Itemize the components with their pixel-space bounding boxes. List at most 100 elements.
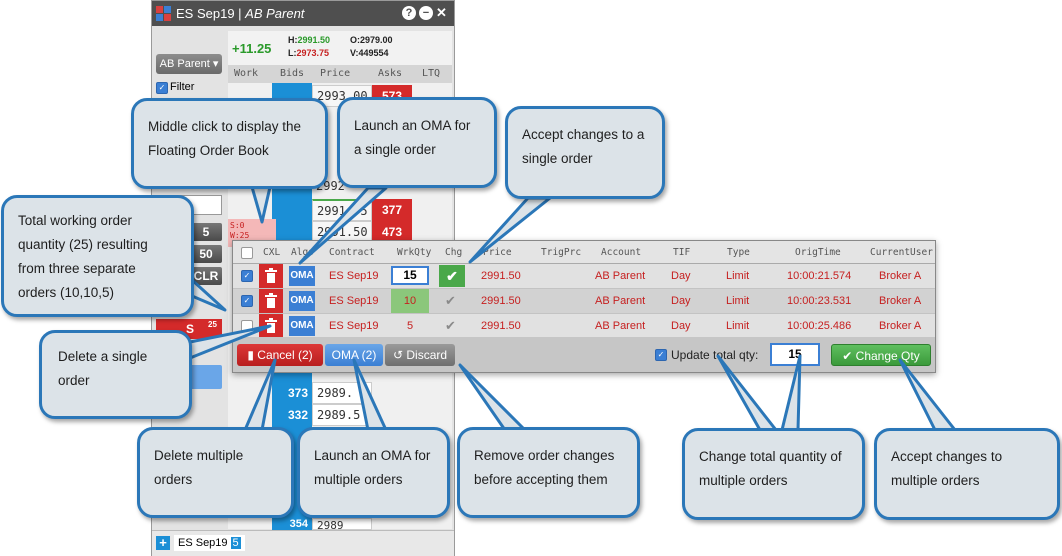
header-algo: Algo (291, 247, 314, 258)
change-qty-button[interactable]: ✔ Change Qty (831, 344, 931, 366)
header-chg: Chg (445, 247, 463, 258)
check-icon: ✔ (842, 349, 853, 363)
qty-5-button[interactable]: 5 (190, 223, 222, 241)
contract-cell: ES Sep19 (329, 295, 379, 307)
net-change: +11.25 (232, 41, 272, 56)
change-check-icon[interactable]: ✔ (445, 293, 456, 308)
price-cell: 2991.50 (481, 320, 521, 332)
order-row[interactable]: ✓ OMA ES Sep19 10 ✔ 2991.50 AB Parent Da… (233, 289, 935, 314)
header-origtime: OrigTime (795, 247, 841, 258)
header-currentuser: CurrentUser (870, 247, 933, 258)
high-stat: H:2991.50 (288, 35, 330, 45)
open-value: 2979.00 (360, 35, 393, 45)
oma-button[interactable]: OMA (289, 316, 315, 336)
price-cell[interactable]: 2989.5 (312, 404, 372, 426)
open-label: O: (350, 35, 360, 45)
title-symbol: ES Sep19 (176, 6, 235, 21)
row-checkbox[interactable] (241, 320, 253, 332)
wrkqty-cell[interactable]: 10 (391, 289, 429, 313)
user-cell: Broker A (879, 320, 922, 332)
row-checkbox[interactable]: ✓ (241, 295, 253, 307)
oma-button[interactable]: OMA (289, 266, 315, 286)
account-cell: AB Parent (595, 270, 646, 282)
update-total-checkbox[interactable]: ✓ (655, 349, 667, 361)
wrkqty-input[interactable]: 15 (391, 266, 429, 285)
header-contract: Contract (329, 247, 375, 258)
callout-accept-multiple: Accept changes to multiple orders (874, 428, 1060, 520)
cancel-order-button[interactable] (259, 264, 283, 288)
price-cell[interactable]: 2989. (312, 382, 372, 404)
header-account: Account (601, 247, 642, 258)
volume-value: 449554 (358, 48, 389, 58)
header-type: Type (727, 247, 750, 258)
callout-accept-single-text: Accept changes to a single order (522, 127, 645, 166)
header-cxl: CXL (263, 247, 281, 258)
clear-button[interactable]: CLR (190, 267, 222, 285)
trash-icon: ▮ (247, 348, 254, 362)
pointer-remove-changes (458, 363, 527, 432)
help-button[interactable]: ? (402, 6, 416, 20)
floating-order-book: CXL Algo Contract WrkQty Chg Price TrigP… (232, 240, 936, 373)
discard-button[interactable]: ↺ Discard (385, 344, 455, 366)
callout-delete-multiple-text: Delete multiple orders (154, 448, 244, 487)
callout-accept-multiple-text: Accept changes to multiple orders (891, 449, 1003, 488)
oma-button[interactable]: OMA (289, 291, 315, 311)
minimize-button[interactable]: − (419, 6, 433, 20)
filter-label: Filter (170, 81, 195, 93)
accept-change-button[interactable]: ✔ (439, 265, 465, 287)
row-checkbox[interactable]: ✓ (241, 270, 253, 282)
title-separator: | (234, 6, 246, 21)
contract-cell: ES Sep19 (329, 320, 379, 332)
price-cell: 2991.50 (481, 295, 521, 307)
change-check-icon[interactable]: ✔ (445, 318, 456, 333)
cancel-selected-button[interactable]: ▮ Cancel (2) (237, 344, 323, 366)
trash-icon (265, 268, 277, 283)
add-tab-button[interactable]: + (156, 536, 170, 550)
ask-cell[interactable]: 377 (372, 199, 412, 221)
trash-icon (265, 318, 277, 333)
volume-label: V: (350, 48, 359, 58)
close-button[interactable]: ✕ (436, 5, 447, 20)
ladder-header-ltq: LTQ (422, 68, 441, 79)
wrkqty-cell[interactable]: 5 (407, 320, 414, 332)
title-bar: ES Sep19 | AB Parent ? − ✕ (152, 1, 454, 26)
working-w: W:25 (230, 231, 250, 240)
header-trigprc: TrigPrc (541, 247, 582, 258)
change-qty-label: Change Qty (855, 349, 920, 363)
app-logo-icon (156, 6, 171, 21)
high-label: H: (288, 35, 298, 45)
order-book-header: CXL Algo Contract WrkQty Chg Price TrigP… (233, 241, 935, 264)
bid-cell[interactable]: 354 (272, 519, 312, 530)
origtime-cell: 10:00:23.531 (787, 295, 852, 307)
undo-icon: ↺ (392, 348, 404, 362)
callout-delete-multiple: Delete multiple orders (137, 427, 294, 518)
open-stat: O:2979.00 (350, 35, 393, 45)
select-all-checkbox[interactable] (241, 247, 253, 259)
bid-cell[interactable]: 332 (272, 405, 312, 425)
qty-50-button[interactable]: 50 (190, 245, 222, 263)
cancel-order-button[interactable] (259, 314, 283, 338)
order-row[interactable]: OMA ES Sep19 5 ✔ 2991.50 AB Parent Day L… (233, 314, 935, 338)
callout-launch-oma-single: Launch an OMA for a single order (337, 97, 497, 188)
order-row[interactable]: ✓ OMA ES Sep19 15 ✔ 2991.50 AB Parent Da… (233, 264, 935, 289)
cancel-label: Cancel (2) (257, 348, 313, 362)
account-select[interactable]: AB Parent ▾ (156, 54, 222, 74)
order-book-footer: ▮ Cancel (2) OMA (2) ↺ Discard ✓ Update … (233, 337, 935, 372)
callout-remove-changes-text: Remove order changes before accepting th… (474, 448, 615, 487)
callout-launch-oma-multiple: Launch an OMA for multiple orders (297, 427, 450, 518)
callout-delete-single-text: Delete a single order (58, 349, 148, 388)
bid-cell[interactable]: 373 (272, 383, 312, 403)
oma-selected-button[interactable]: OMA (2) (325, 344, 383, 366)
callout-launch-oma-single-text: Launch an OMA for a single order (354, 118, 471, 157)
callout-change-total-text: Change total quantity of multiple orders (699, 449, 842, 488)
price-cell: 2991.50 (481, 270, 521, 282)
total-qty-input[interactable]: 15 (770, 343, 820, 366)
cancel-order-button[interactable] (259, 289, 283, 313)
price-cell[interactable]: 2991.75 (312, 199, 372, 221)
callout-change-total: Change total quantity of multiple orders (682, 428, 865, 520)
tif-cell: Day (671, 270, 691, 282)
price-cell[interactable]: 2989 (312, 518, 372, 532)
filter-checkbox[interactable]: ✓ (156, 82, 168, 94)
